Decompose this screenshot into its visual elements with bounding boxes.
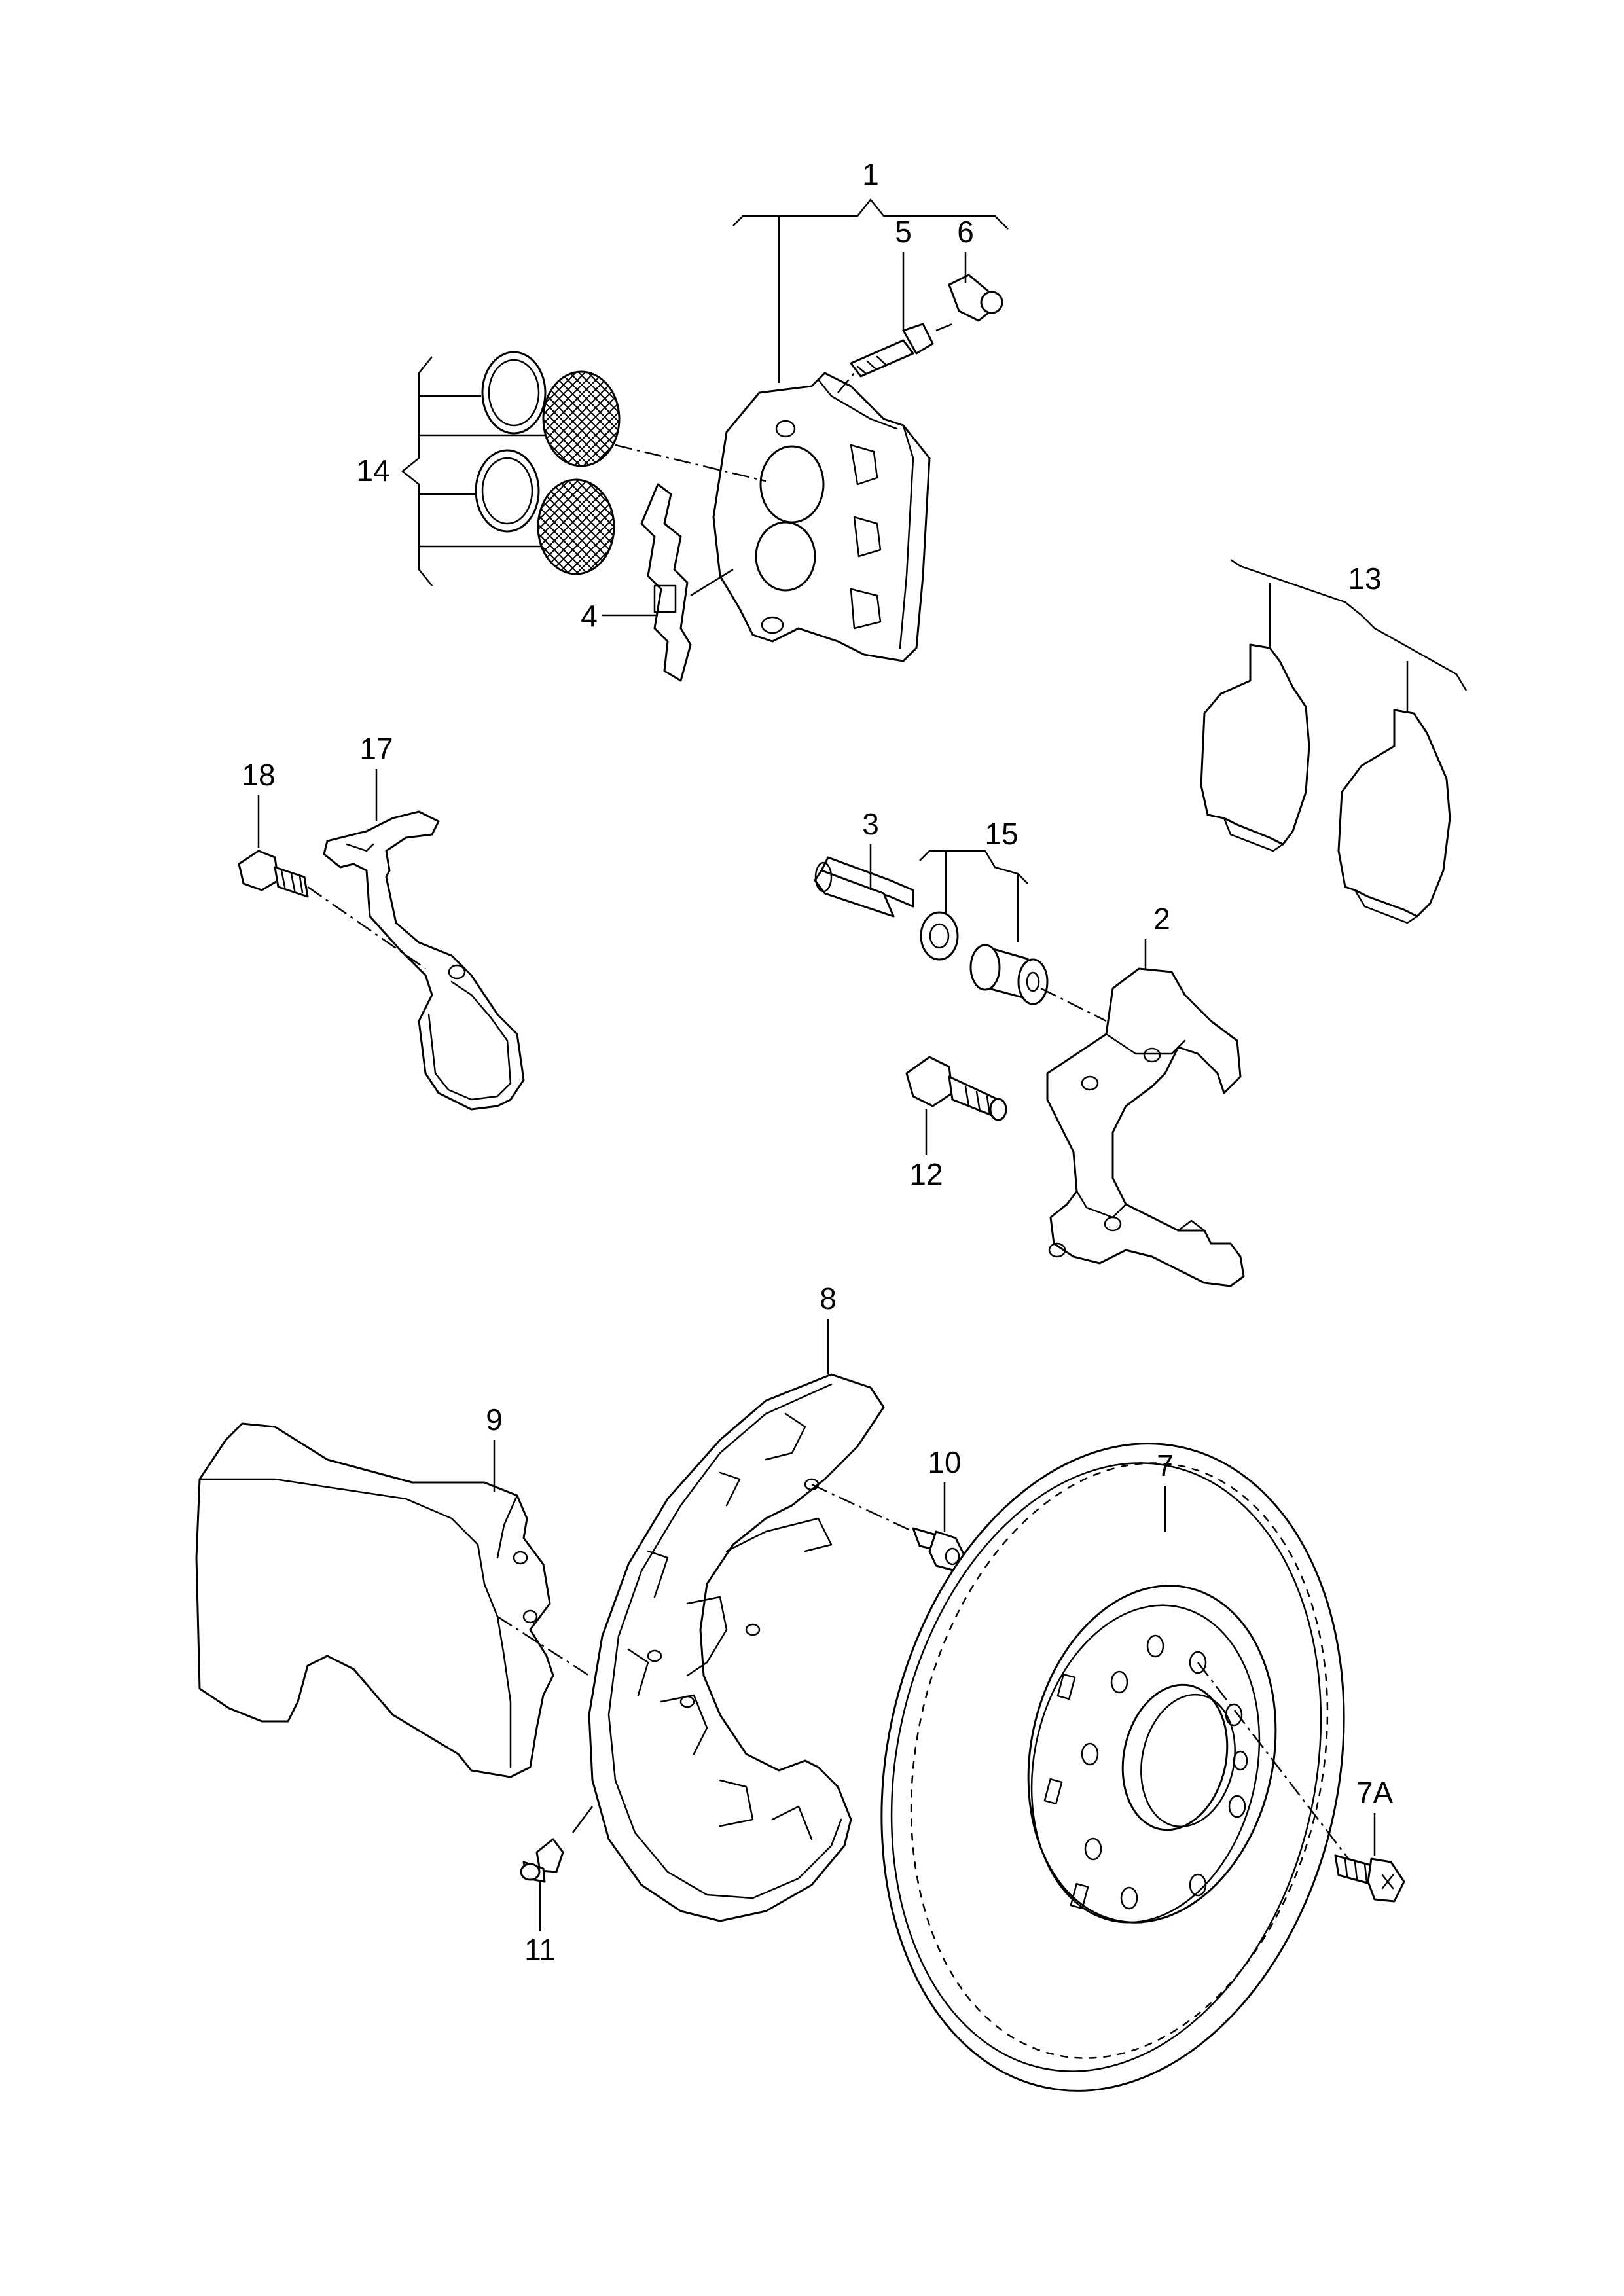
callout-17: 17 [359,732,393,766]
callout-6: 6 [957,215,974,249]
seal-ring-upper [481,351,547,435]
guide-bushing [919,850,1049,1005]
guide-pin [814,844,914,918]
bolt-10 [912,1482,967,1572]
callout-3: 3 [862,807,879,841]
dust-cap [948,274,1003,322]
brake-caliper [712,372,931,662]
splash-shield [572,1319,914,1922]
callout-14: 14 [356,454,389,488]
piston-lower [537,478,615,575]
brake-pad-outer [1337,709,1451,918]
callout-1: 1 [862,157,879,191]
callout-4: 4 [581,599,598,633]
callout-18: 18 [242,758,275,792]
brake-pad-inner [1200,643,1310,846]
seal-kit [401,351,767,586]
callout-8: 8 [820,1282,837,1316]
callout-11: 11 [524,1933,556,1967]
callout-2: 2 [1153,902,1170,936]
callout-7a: 7A [1356,1776,1394,1810]
callout-10: 10 [928,1445,961,1479]
piston-upper [542,370,621,467]
callout-13: 13 [1348,562,1381,596]
caliper-carrier [1046,939,1245,1287]
brake-pads [1200,558,1468,924]
callout-7: 7 [1157,1448,1174,1482]
screw-11 [520,1838,564,1931]
bolt-12 [905,1056,1007,1155]
heat-shield [195,1422,590,1778]
caliper-group [712,198,1009,662]
seal-ring-lower [475,449,540,533]
brake-disc [880,1443,1349,2092]
callout-12: 12 [909,1157,943,1191]
bolt-7a [1334,1813,1405,1903]
retaining-spring [602,483,734,682]
callout-labels: 1 2 3 4 5 6 7 7A 8 9 10 11 12 13 14 15 1… [242,157,1393,1967]
callout-15: 15 [984,817,1018,851]
callout-9: 9 [486,1403,503,1437]
bleed-valve [850,323,934,378]
callout-5: 5 [895,215,912,249]
bolt-18 [238,795,426,970]
sensor-bracket [323,769,525,1111]
